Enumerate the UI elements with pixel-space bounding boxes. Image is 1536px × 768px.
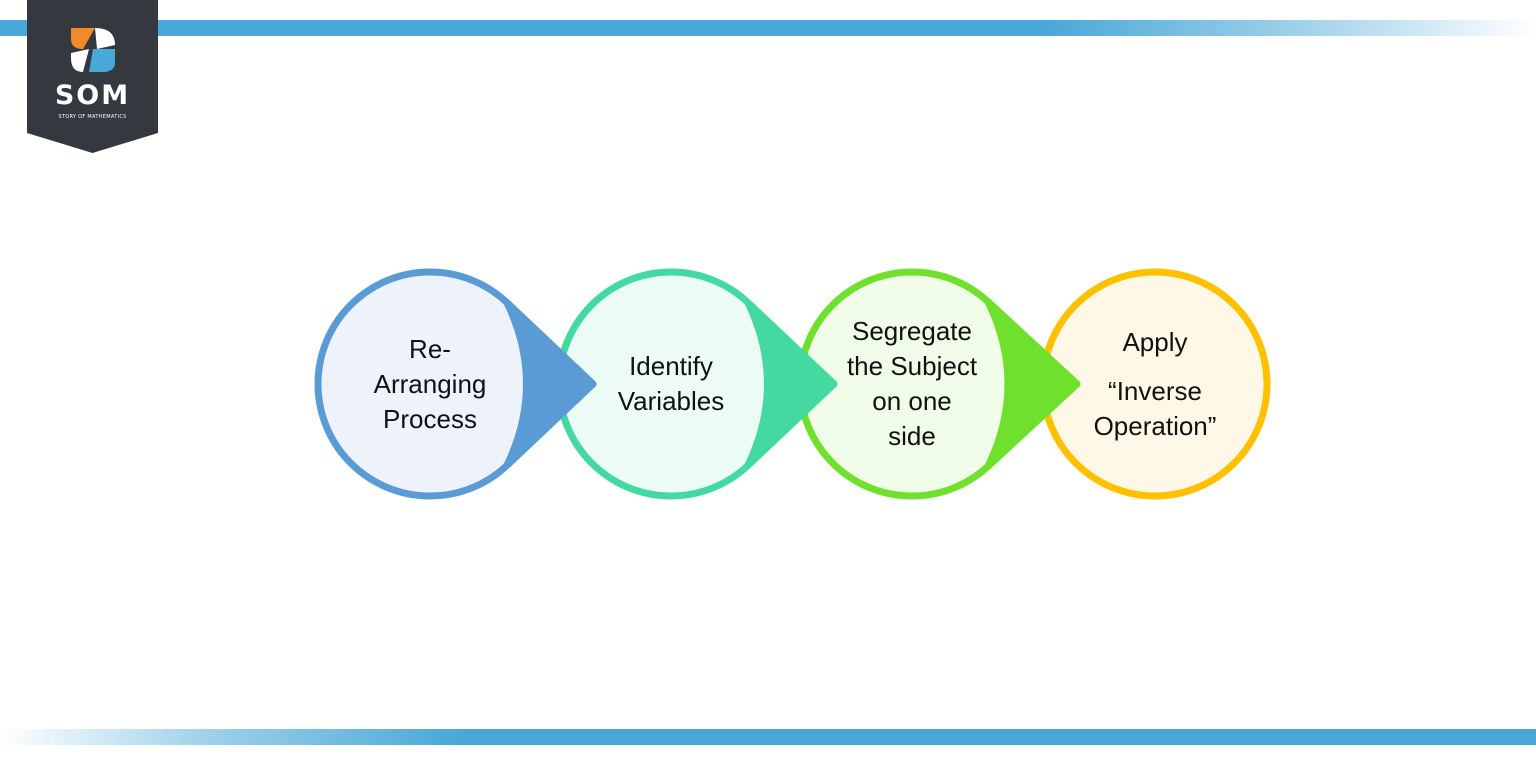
step-label-line: on one	[872, 386, 952, 416]
step-arrow-segregate-subject	[984, 298, 1081, 470]
som-logo: SOM STORY OF MATHEMATICS	[27, 0, 158, 153]
som-logo-icon	[71, 28, 115, 72]
step-title: Apply	[1122, 326, 1188, 357]
step-label-line: Arranging	[373, 368, 487, 399]
step-label-segregate-subject: Segregate the Subject on one side	[812, 284, 1012, 484]
bottom-accent-bar	[0, 729, 1536, 745]
step-label-line: Operation”	[1093, 410, 1217, 441]
step-arrow-re-arranging-process	[503, 299, 597, 469]
step-label-line: “Inverse	[1108, 375, 1202, 406]
step-label-line: Identify	[629, 351, 713, 381]
step-label-line: Segregate	[852, 316, 972, 346]
step-label-line: side	[888, 421, 936, 451]
logo-tagline: STORY OF MATHEMATICS	[58, 114, 127, 120]
logo-badge	[27, 0, 158, 153]
logo-wordmark: SOM	[54, 80, 131, 111]
step-label-line: Variables	[617, 386, 725, 416]
top-accent-bar	[0, 20, 1536, 36]
step-arrow-identify-variables	[744, 299, 838, 469]
step-label-line: Process	[383, 403, 477, 434]
step-label-line: Re-	[409, 333, 451, 364]
step-label-line: the Subject	[846, 351, 978, 381]
